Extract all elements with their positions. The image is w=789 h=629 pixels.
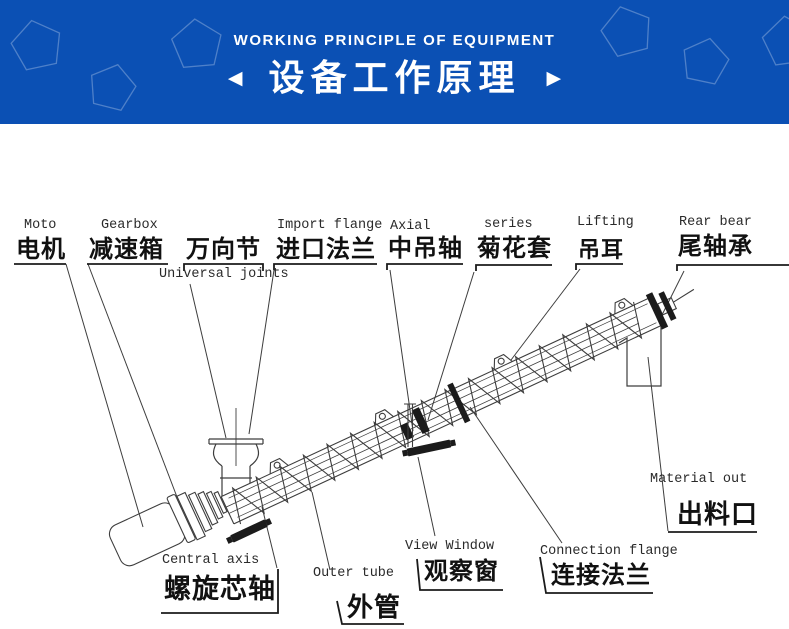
leader-lines xyxy=(65,263,685,571)
label-connection-flange-zh: 连接法兰 xyxy=(551,562,651,589)
label-gearbox-zh: 减速箱 xyxy=(89,236,164,263)
screw-spiral xyxy=(231,301,643,525)
left-arrow-icon: ◀ xyxy=(227,67,243,89)
pentagon-icon xyxy=(683,37,730,85)
hanger-bearing-shape xyxy=(404,403,416,447)
label-central-axis-zh: 螺旋芯轴 xyxy=(164,574,276,604)
label-central-axis-en: Central axis xyxy=(162,553,260,568)
label-rear-bearing-en: Rear bear xyxy=(679,215,752,230)
label-lifting-en: Lifting xyxy=(577,215,634,230)
banner-subtitle: WORKING PRINCIPLE OF EQUIPMENT xyxy=(233,32,556,49)
gearbox-shape xyxy=(176,490,224,541)
pentagon-pattern xyxy=(10,6,789,111)
label-view-window-en: View Window xyxy=(405,539,495,554)
label-axial-en: Axial xyxy=(390,219,431,234)
right-arrow-icon: ▶ xyxy=(546,67,562,89)
coupling-shape xyxy=(399,407,430,441)
outlet-chute-shape xyxy=(618,327,662,387)
label-underlines xyxy=(14,263,789,625)
pentagon-icon xyxy=(600,6,650,57)
label-outer-tube-en: Outer tube xyxy=(313,566,395,581)
rear-bearing-shape xyxy=(645,288,695,330)
tube-shape xyxy=(220,297,664,525)
pentagon-icon xyxy=(10,19,61,71)
pentagon-icon xyxy=(170,18,222,68)
label-connection-flange-en: Connection flange xyxy=(540,544,678,559)
page-title: 设备工作原理 xyxy=(268,57,521,98)
banner: WORKING PRINCIPLE OF EQUIPMENT ◀ 设备工作原理 … xyxy=(0,0,789,124)
label-material-outlet-zh: 出料口 xyxy=(677,499,759,529)
label-universal-joints-en: Universal joints xyxy=(159,267,289,282)
label-import-flange-zh: 进口法兰 xyxy=(276,236,376,263)
label-axial-zh: 中吊轴 xyxy=(388,235,463,262)
universal-joint-shape xyxy=(213,490,228,515)
pentagon-icon xyxy=(761,15,789,66)
label-gearbox-en: Gearbox xyxy=(101,218,158,233)
lifting-lug-shape xyxy=(269,297,634,474)
label-import-flange-en: Import flange xyxy=(277,218,383,233)
label-series-zh: 菊花套 xyxy=(477,235,552,262)
label-view-window-zh: 观察窗 xyxy=(424,558,499,585)
label-material-outlet-en: Material out xyxy=(650,472,748,487)
label-outer-tube-zh: 外管 xyxy=(347,592,402,622)
label-rear-bearing-zh: 尾轴承 xyxy=(678,233,753,260)
view-window-shape xyxy=(225,439,457,544)
label-motor-zh: 电机 xyxy=(16,236,66,263)
motor-shape xyxy=(108,494,196,567)
connection-flange-shape xyxy=(447,382,471,424)
inlet-funnel-shape xyxy=(208,408,264,496)
label-lifting-zh: 吊耳 xyxy=(578,237,625,262)
label-universal-joints-zh: 万向节 xyxy=(186,236,261,263)
pentagon-icon xyxy=(90,63,137,111)
label-series-en: series xyxy=(484,217,533,232)
label-motor-en: Moto xyxy=(24,218,57,233)
